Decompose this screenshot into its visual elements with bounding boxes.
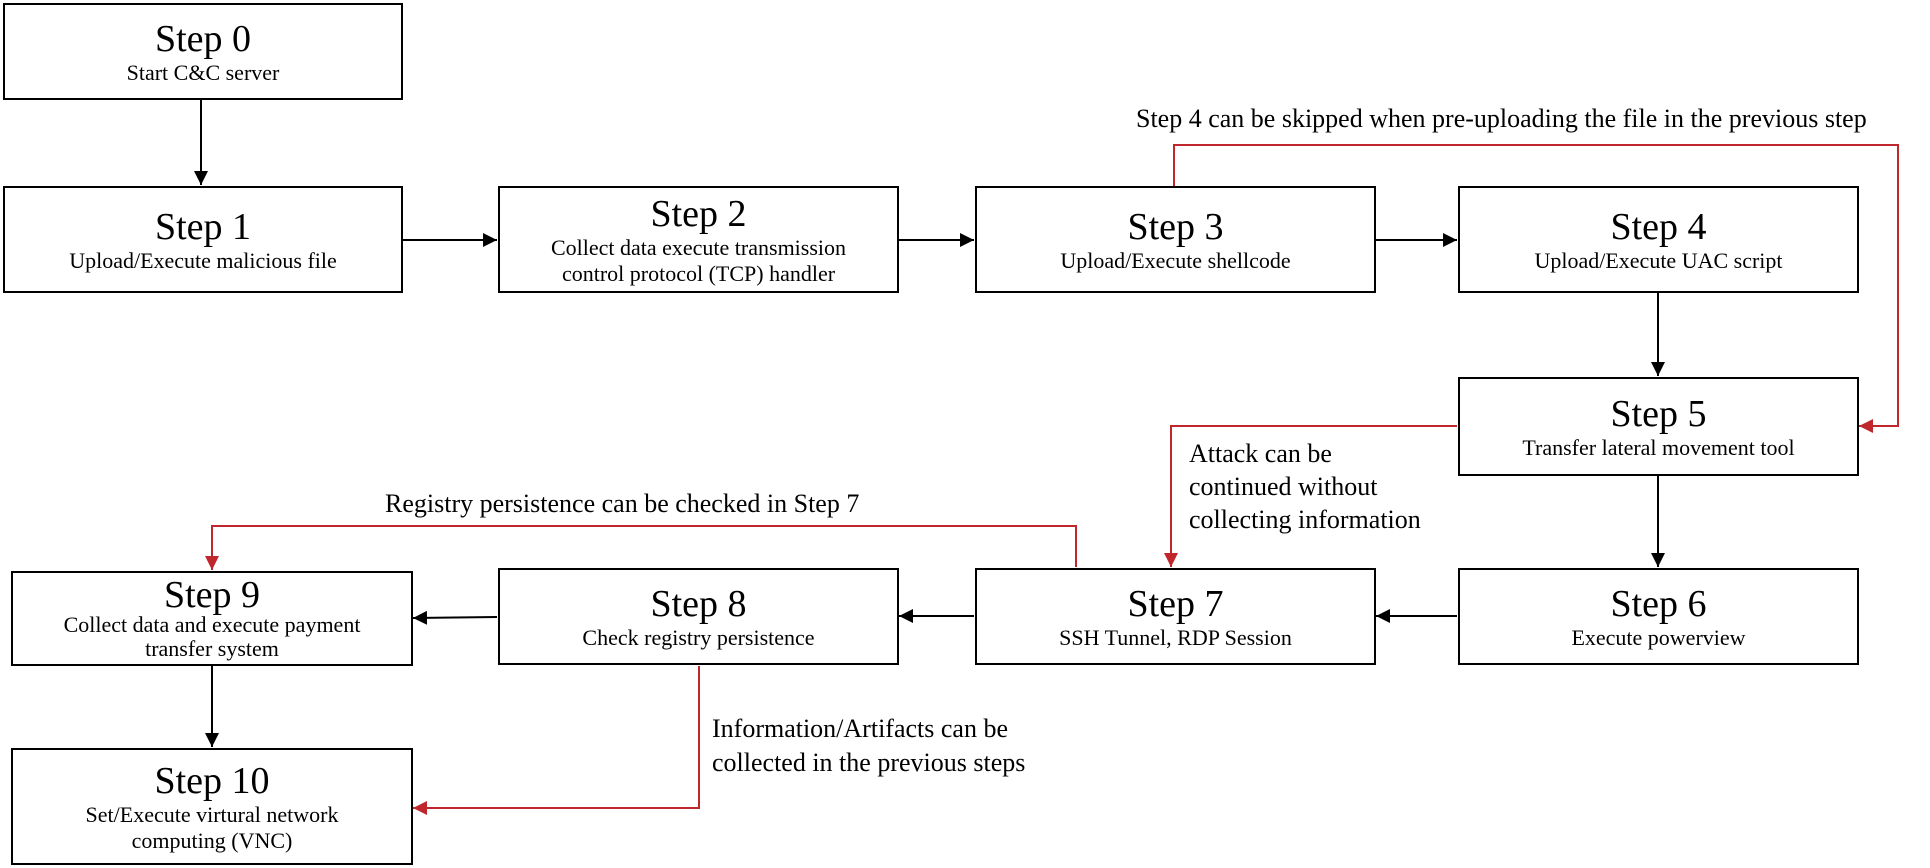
- step-8-title: Step 8: [650, 582, 747, 625]
- step-9-box: Step 9 Collect data and execute payment …: [11, 571, 413, 666]
- step-9-description: Collect data and execute payment transfe…: [63, 611, 361, 661]
- step-3-box: Step 3 Upload/Execute shellcode: [975, 186, 1376, 293]
- step-1-description: Upload/Execute malicious file: [69, 247, 337, 273]
- step-5-description: Transfer lateral movement tool: [1522, 434, 1795, 460]
- step-2-box: Step 2 Collect data execute transmission…: [498, 186, 899, 293]
- step-6-description: Execute powerview: [1571, 624, 1746, 650]
- step-7-title: Step 7: [1127, 582, 1224, 625]
- step-0-description: Start C&C server: [126, 59, 280, 85]
- step-1-box: Step 1 Upload/Execute malicious file: [3, 186, 403, 293]
- note-attack-continued-3: collecting information: [1189, 505, 1421, 534]
- note-skip-step-4: Step 4 can be skipped when pre-uploading…: [1136, 104, 1867, 133]
- step-10-description: Set/Execute virtural network computing (…: [85, 801, 339, 853]
- step-0-box: Step 0 Start C&C server: [3, 3, 403, 100]
- step-7-description: SSH Tunnel, RDP Session: [1059, 624, 1292, 650]
- step-1-title: Step 1: [154, 205, 252, 248]
- step-2-title: Step 2: [650, 192, 747, 235]
- arrow-step8-to-step9: [412, 610, 498, 625]
- step-8-box: Step 8 Check registry persistence: [498, 568, 899, 665]
- step-7-box: Step 7 SSH Tunnel, RDP Session: [975, 568, 1376, 665]
- step-6-title: Step 6: [1610, 582, 1707, 625]
- red-arrow-step5-to-step7: [1164, 425, 1457, 567]
- step-4-box: Step 4 Upload/Execute UAC script: [1458, 186, 1859, 293]
- step-5-box: Step 5 Transfer lateral movement tool: [1458, 377, 1859, 476]
- note-attack-continued-2: continued without: [1189, 472, 1378, 501]
- note-artifacts-1: Information/Artifacts can be: [712, 714, 1008, 743]
- red-arrow-step7-to-step9: [205, 525, 1077, 570]
- step-10-title: Step 10: [154, 759, 270, 802]
- note-attack-continued-1: Attack can be: [1189, 439, 1332, 468]
- step-6-box: Step 6 Execute powerview: [1458, 568, 1859, 665]
- step-4-title: Step 4: [1610, 205, 1707, 248]
- step-10-box: Step 10 Set/Execute virtural network com…: [11, 748, 413, 865]
- red-arrow-step3-to-step5: [1173, 144, 1899, 433]
- step-4-description: Upload/Execute UAC script: [1534, 247, 1783, 273]
- step-5-title: Step 5: [1610, 392, 1707, 435]
- step-0-title: Step 0: [154, 17, 252, 60]
- note-artifacts-2: collected in the previous steps: [712, 748, 1026, 777]
- step-3-title: Step 3: [1127, 205, 1224, 248]
- note-registry-checked: Registry persistence can be checked in S…: [385, 489, 860, 518]
- step-9-title: Step 9: [163, 573, 261, 616]
- step-2-description: Collect data execute transmission contro…: [550, 234, 847, 286]
- step-8-description: Check registry persistence: [582, 624, 815, 650]
- step-3-description: Upload/Execute shellcode: [1060, 247, 1291, 273]
- red-arrow-step8-to-step10: [413, 666, 700, 815]
